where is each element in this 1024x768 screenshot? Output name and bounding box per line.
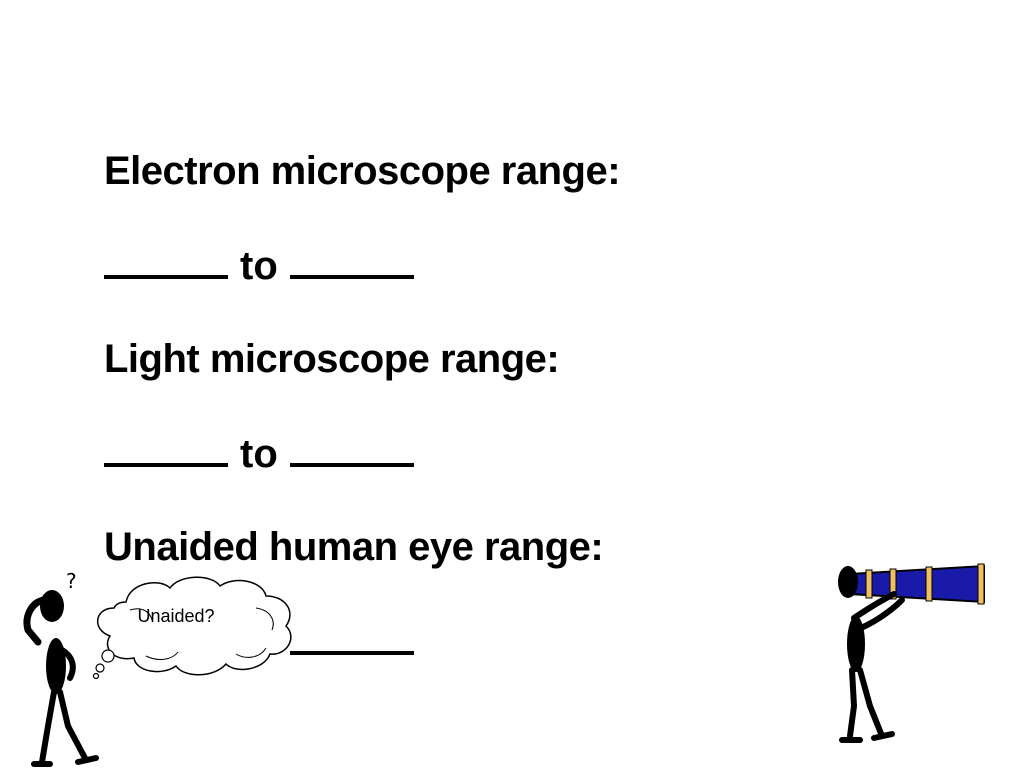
question-mark: ? xyxy=(66,569,77,593)
blank-line xyxy=(289,617,414,655)
to-word: to xyxy=(240,244,278,288)
blank-line xyxy=(104,241,228,279)
blank-line xyxy=(289,429,414,467)
blank-line xyxy=(289,241,414,279)
electron-range-blanks: to xyxy=(104,241,864,289)
to-word: to xyxy=(240,432,278,476)
electron-range-label: Electron microscope range: xyxy=(104,149,621,193)
light-range-label: Light microscope range: xyxy=(104,337,560,381)
telescope-figure-icon xyxy=(838,563,985,743)
light-range-blanks: to xyxy=(104,429,864,477)
unaided-range-label: Unaided human eye range: xyxy=(104,525,604,569)
thinking-figure-icon: ? xyxy=(23,569,99,767)
thought-bubble-text: Unaided? xyxy=(137,606,215,626)
blank-line xyxy=(104,429,228,467)
slide-content: Electron microscope range: to Light micr… xyxy=(104,148,864,712)
thought-bubble-icon xyxy=(92,576,292,680)
